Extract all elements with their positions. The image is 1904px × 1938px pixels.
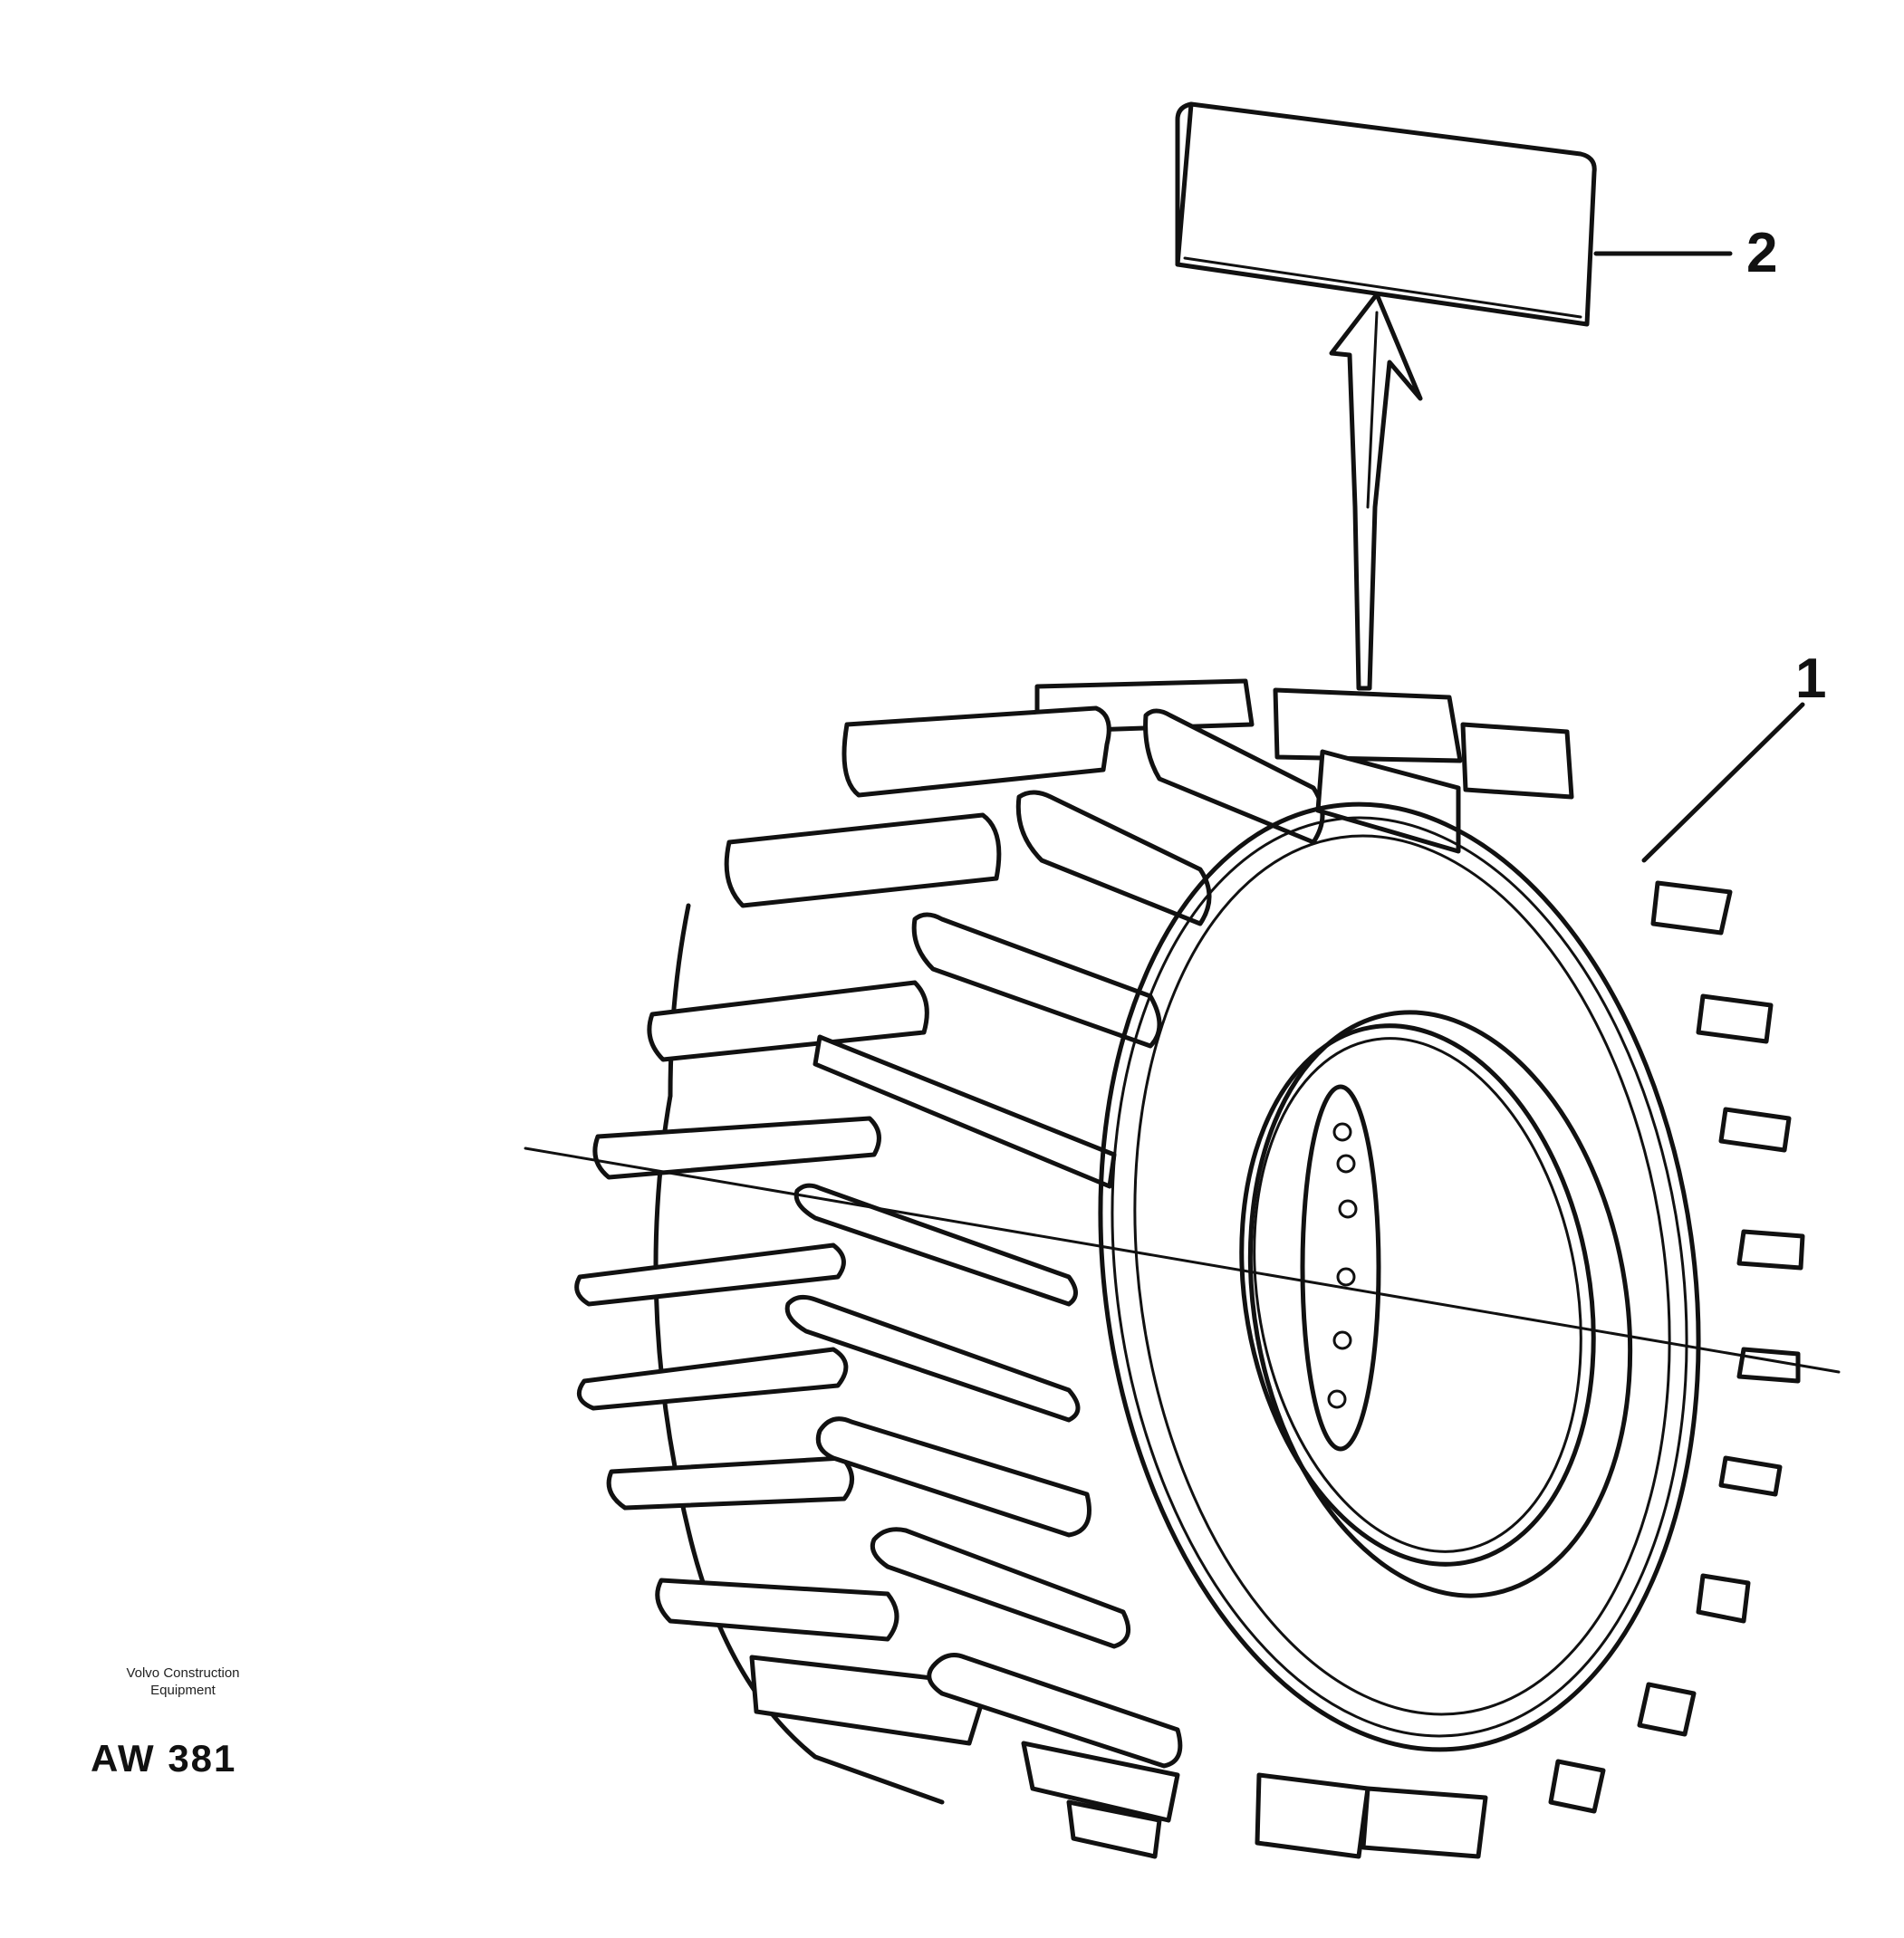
credit-line-1: Volvo Construction	[126, 1665, 240, 1681]
bolt-holes	[1327, 1122, 1358, 1409]
label-plate	[1175, 101, 1597, 327]
assembly-arrow	[1329, 292, 1423, 691]
axle-centerline	[524, 1146, 1841, 1374]
credit-line-2: Equipment	[150, 1683, 216, 1698]
wheel-tire	[524, 678, 1841, 1859]
callout-1-number: 1	[1795, 648, 1826, 710]
manufacturer-credit: Volvo Construction Equipment	[65, 1665, 301, 1699]
callout-1-leader	[1641, 702, 1805, 863]
callout-2-number: 2	[1746, 222, 1777, 284]
drawing-code: AW 381	[91, 1737, 237, 1780]
